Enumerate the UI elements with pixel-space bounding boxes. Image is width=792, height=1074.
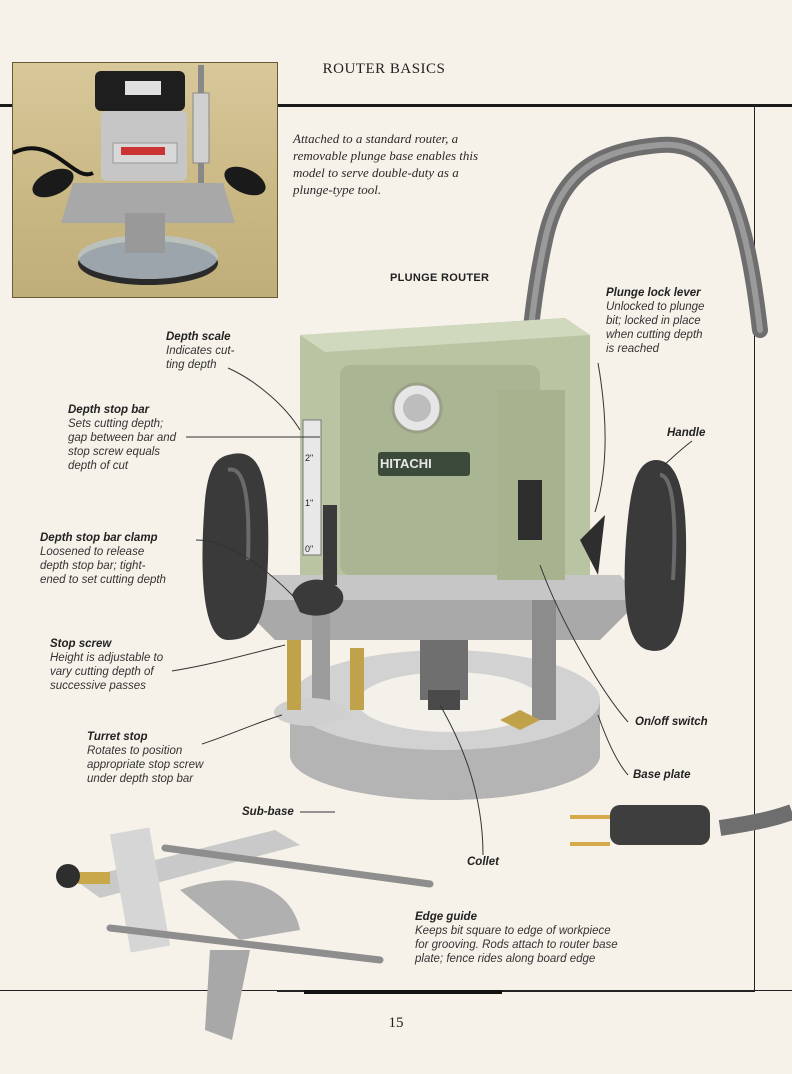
page-number: 15 (388, 1015, 404, 1031)
scale-mark-1in: 1" (305, 498, 314, 508)
running-header: ROUTER BASICS (322, 61, 446, 77)
callout-plunge-lock-lever: Plunge lock lever Unlocked to plunge bit… (606, 287, 705, 355)
callout-depth-stop-bar-clamp: Depth stop bar clamp Loosened to release… (40, 532, 166, 586)
callout-depth-stop-bar: Depth stop bar Sets cutting depth; gap b… (68, 404, 177, 472)
callout-collet: Collet (467, 856, 499, 868)
callout-handle: Handle (667, 427, 706, 439)
callout-on-off-switch: On/off switch (635, 716, 708, 728)
scale-mark-0in: 0" (305, 544, 314, 554)
footer-rule-accent (304, 990, 502, 994)
router-photo (12, 62, 278, 298)
diagram-title: PLUNGE ROUTER (390, 272, 490, 284)
scale-mark-2in: 2" (305, 453, 314, 463)
callout-turret-stop: Turret stop Rotates to position appropri… (87, 731, 204, 785)
callout-stop-screw: Stop screw Height is adjustable to vary … (50, 638, 164, 692)
photo-caption: Attached to a standard router, a removab… (293, 131, 479, 197)
header-rule (0, 104, 792, 107)
callout-sub-base: Sub-base (242, 806, 294, 818)
brand-logo: HITACHI (380, 456, 432, 471)
callout-edge-guide: Edge guide Keeps bit square to edge of w… (415, 911, 618, 965)
callout-depth-scale: Depth scale Indicates cut- ting depth (166, 331, 235, 371)
diagram-frame (277, 104, 755, 992)
callout-base-plate: Base plate (633, 769, 691, 781)
